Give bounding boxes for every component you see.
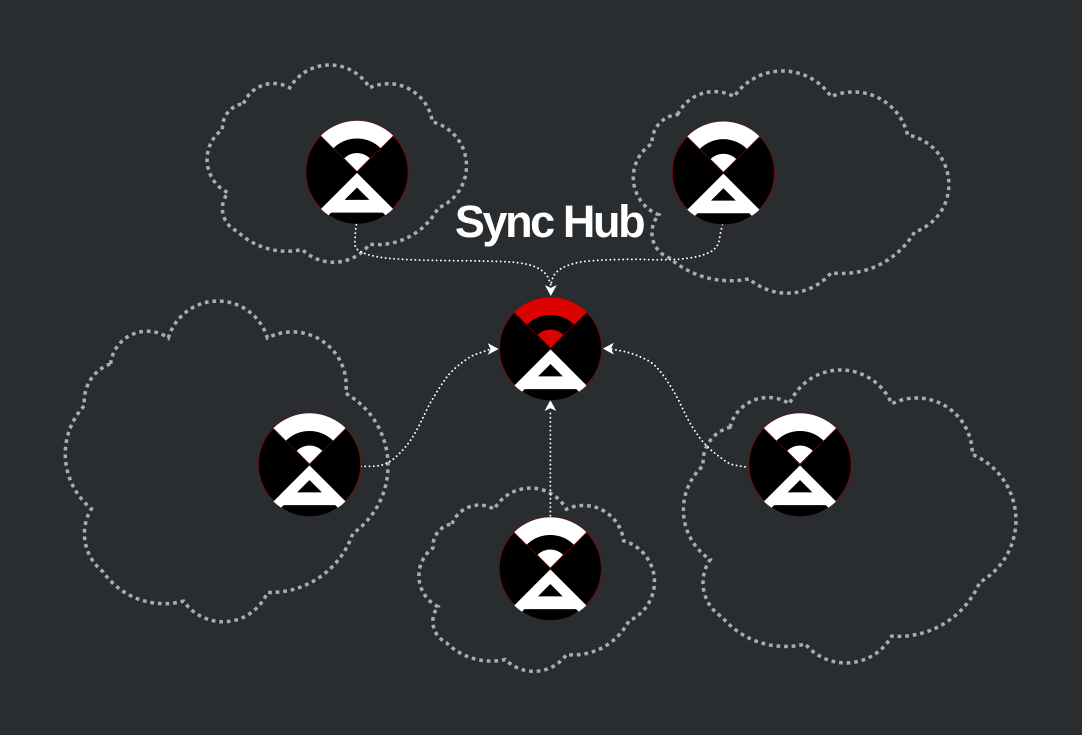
svg-text:Sync Hub: Sync Hub [455, 196, 644, 247]
